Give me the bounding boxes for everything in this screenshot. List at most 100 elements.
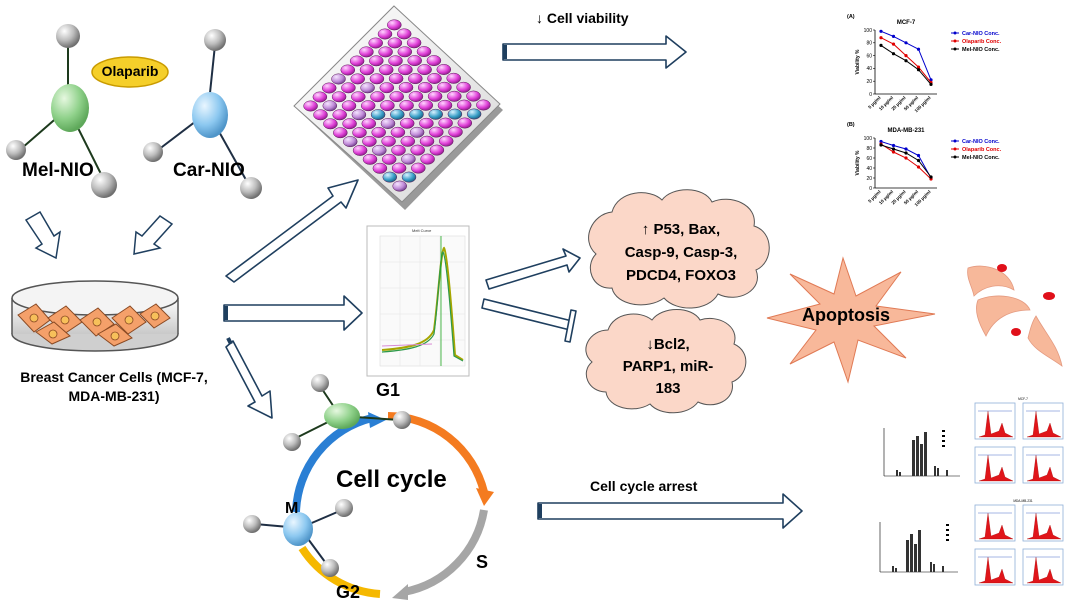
well-icon: [391, 162, 407, 174]
flow-histogram: [1026, 556, 1062, 584]
well-icon: [399, 117, 415, 129]
upregulated-cloud: [588, 189, 770, 309]
data-point: [879, 36, 883, 40]
well-icon: [400, 135, 416, 147]
well-icon: [428, 108, 443, 120]
inhibit-arrow-icon: [481, 298, 577, 343]
data-point: [929, 82, 933, 86]
flow-panel: [1022, 402, 1064, 440]
panel-label: (B): [847, 122, 855, 128]
well-icon: [369, 55, 384, 67]
well-icon: [476, 99, 491, 111]
well-icon: [333, 127, 348, 139]
data-point: [929, 78, 933, 82]
well-icon: [341, 100, 357, 112]
arrest-arrow-icon: [537, 493, 803, 529]
well-icon: [456, 99, 472, 111]
legend-marker: [953, 31, 957, 35]
car-nio-molecule: [143, 29, 262, 199]
well-icon: [466, 90, 481, 102]
atom-sphere-icon: [56, 24, 80, 48]
well-icon: [378, 64, 394, 76]
well-icon: [389, 91, 404, 103]
well-icon: [349, 55, 365, 67]
well-icon: [417, 64, 432, 76]
well-icon: [406, 37, 422, 49]
atom-sphere-icon: [204, 29, 226, 51]
well-icon: [390, 126, 406, 138]
data-point: [891, 52, 896, 56]
well-icon: [409, 126, 425, 138]
well-icon: [438, 135, 454, 147]
well-icon: [398, 82, 414, 93]
well-icon: [341, 82, 356, 94]
well-icon: [360, 100, 376, 112]
data-point: [916, 68, 921, 72]
data-point: [916, 165, 921, 169]
y-tick-label: 40: [866, 166, 872, 172]
y-tick-label: 0: [869, 92, 872, 98]
well-icon: [352, 127, 367, 139]
well-icon: [313, 109, 328, 121]
cell-cycle-label: Cell cycle: [336, 466, 447, 493]
well-icon: [429, 144, 445, 156]
well-icon: [408, 73, 423, 85]
data-point: [904, 156, 908, 160]
s-phase-label: S: [476, 552, 489, 572]
panel-label: (A): [847, 14, 855, 20]
olaparib-label: Olaparib: [101, 63, 159, 79]
legend-marker: [953, 39, 957, 43]
s-arc: [403, 509, 488, 596]
y-axis-label: Viability %: [855, 150, 861, 175]
viability-label: ↓ Cell viability: [536, 10, 629, 26]
data-point: [904, 151, 908, 155]
well-icon: [446, 72, 461, 84]
flow-block-title: MCF-7: [1018, 397, 1028, 401]
mel-nio-g1-molecule: [283, 374, 411, 451]
legend-marker: [953, 47, 957, 51]
mel-nio-core-icon: [51, 84, 89, 132]
cell-cycle-arrest-label: Cell cycle arrest: [590, 478, 698, 494]
legend-label: Mel-NIO Conc.: [962, 47, 1000, 53]
downregulated-line: ↓Bcl2,: [646, 336, 690, 353]
well-icon: [352, 144, 368, 156]
y-tick-label: 20: [866, 176, 872, 182]
well-icon: [380, 118, 396, 129]
atom-sphere-icon: [240, 177, 262, 199]
cell-cycle-bar-chart-a: [878, 420, 970, 480]
well-icon: [351, 91, 366, 103]
data-point: [916, 153, 921, 158]
flow-block-title: MDA-MB-231: [1013, 499, 1033, 503]
upregulated-line: ↑ P53, Bax,: [641, 221, 721, 238]
well-icon: [399, 100, 414, 111]
well-icon: [409, 108, 424, 120]
atom-sphere-icon: [91, 172, 117, 198]
cell-cycle-bar-chart-b: [879, 522, 958, 573]
well-icon: [427, 90, 443, 102]
data-point: [916, 47, 921, 51]
data-point: [879, 29, 883, 33]
y-tick-label: 80: [866, 146, 872, 152]
downregulated-line: PARP1, miR-: [622, 358, 714, 375]
arrow-to-plate-icon: [225, 179, 359, 283]
well-icon: [436, 64, 452, 75]
well-icon: [379, 82, 395, 94]
well-icon: [323, 118, 338, 130]
well-icon: [387, 19, 402, 31]
well-icon: [377, 28, 393, 40]
well-icon: [397, 46, 413, 58]
flow-histogram: [978, 556, 1014, 584]
well-icon: [418, 99, 434, 111]
well-icon: [438, 117, 453, 129]
well-icon: [390, 109, 405, 120]
downregulated-genes: ↓Bcl2, PARP1, miR- 183: [598, 334, 738, 400]
atom-sphere-icon: [143, 142, 163, 162]
downregulated-cloud: [585, 309, 747, 414]
data-point: [879, 43, 883, 48]
legend-label: Mel-NIO Conc.: [962, 155, 1000, 161]
well-icon: [359, 64, 375, 76]
data-point: [879, 139, 883, 144]
upregulated-genes: ↑ P53, Bax, Casp-9, Casp-3, PDCD4, FOXO3: [596, 218, 766, 287]
